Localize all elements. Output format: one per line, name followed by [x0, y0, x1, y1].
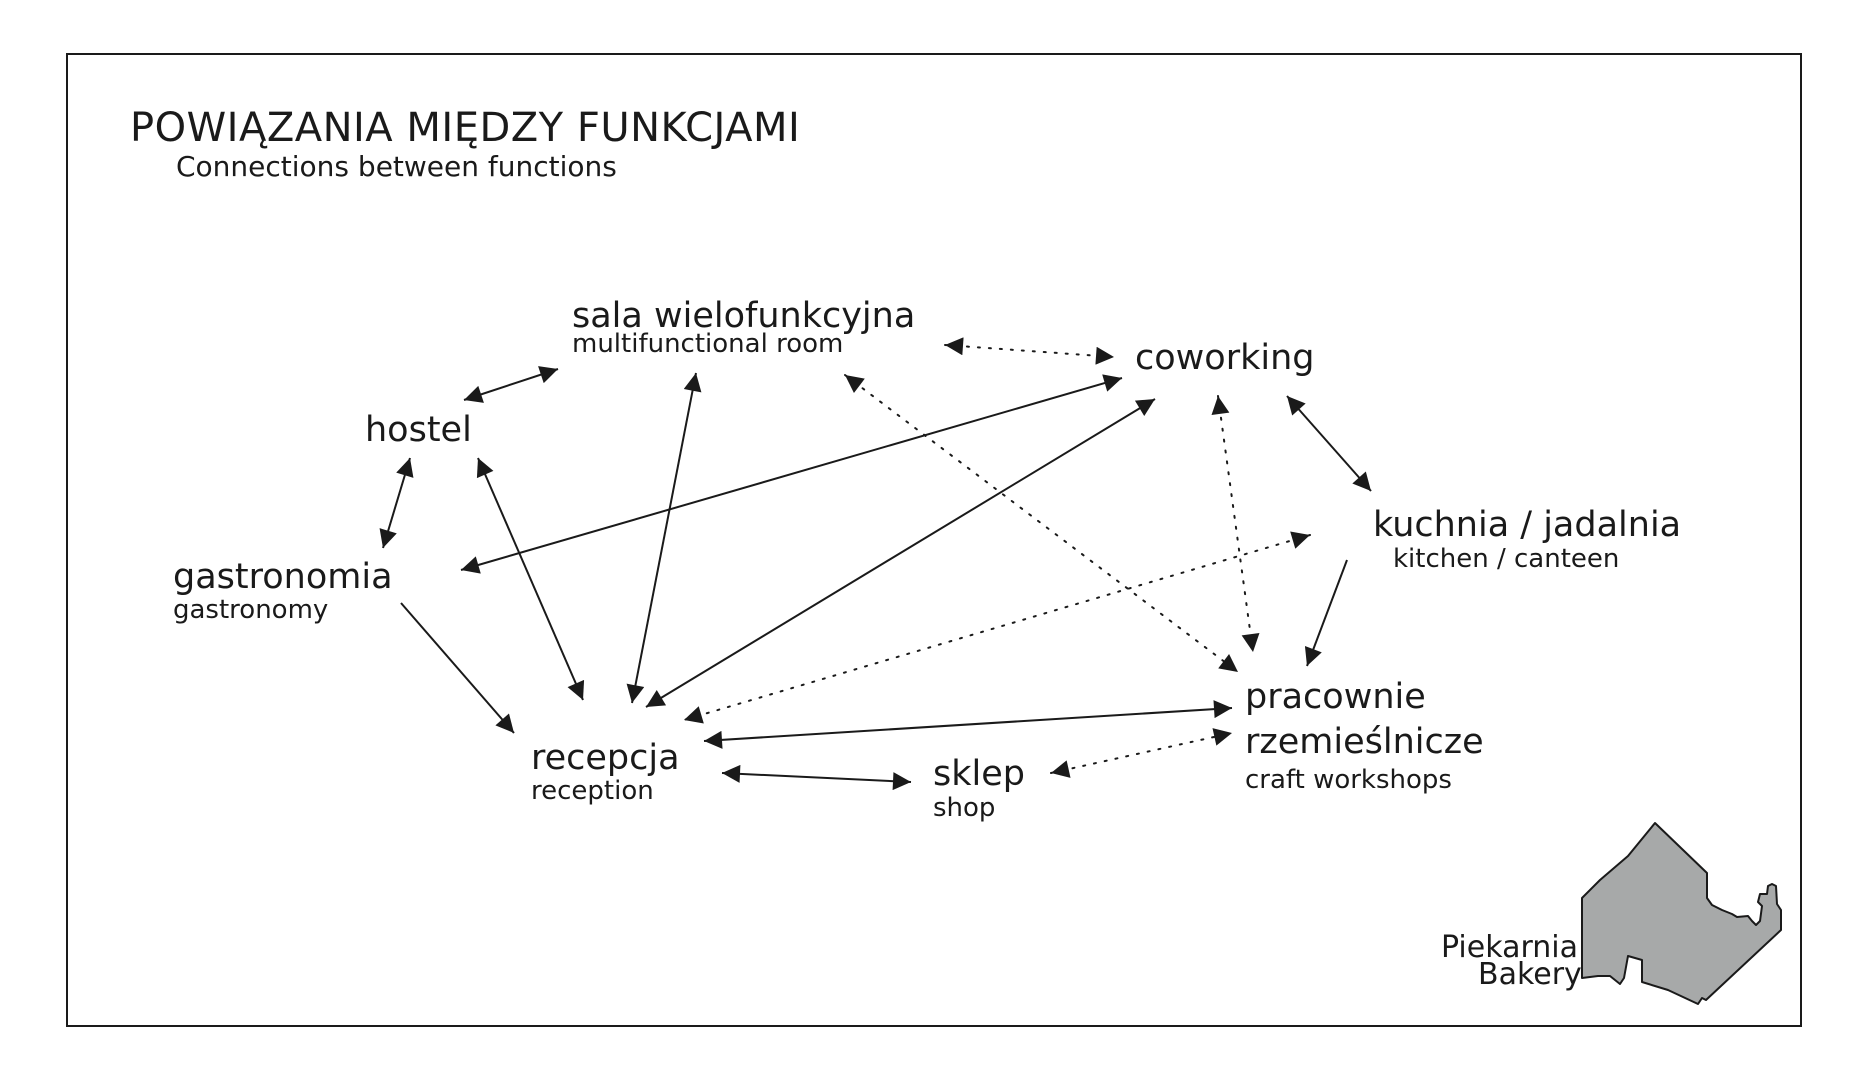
node-coworking-name: coworking [1135, 338, 1315, 378]
connection-hostel-recepcja [476, 457, 585, 701]
node-sklep-name: sklep [933, 754, 1025, 794]
connection-recepcja-sklep [721, 764, 912, 791]
connection-sala-recepcja [626, 372, 702, 704]
node-pracownie-sub: craft workshops [1245, 765, 1452, 795]
connection-coworking-kuchnia [1286, 395, 1372, 492]
connection-coworking-gastronomia [460, 374, 1123, 574]
node-pracownie-name-line1: pracownie [1245, 677, 1426, 717]
connection-sala-coworking [944, 337, 1115, 365]
diagram-frame [66, 53, 1802, 1027]
bakery-label-en: Bakery [1478, 957, 1582, 992]
node-sala-sub: multifunctional room [572, 329, 844, 359]
diagram-title: POWIĄZANIA MIĘDZY FUNKCJAMI [130, 105, 801, 151]
connection-kuchnia-pracownie [1304, 559, 1348, 667]
bakery-label-pl: Piekarnia [1441, 930, 1578, 965]
node-recepcja-sub: reception [531, 776, 654, 806]
connection-hostel-gastronomia [379, 457, 414, 549]
connection-sklep-pracownie [1050, 728, 1233, 778]
node-hostel-name: hostel [365, 410, 472, 450]
connection-recepcja-pracownie [703, 700, 1233, 749]
node-gastronomia-name: gastronomia [173, 557, 393, 597]
diagram-subtitle: Connections between functions [176, 150, 617, 183]
connection-coworking-pracownie [1211, 395, 1260, 653]
connection-coworking-recepcja [645, 398, 1156, 708]
node-pracownie-name-line2: rzemieślnicze [1245, 722, 1484, 762]
node-sklep-sub: shop [933, 793, 996, 823]
node-kuchnia-name: kuchnia / jadalnia [1373, 505, 1682, 545]
bakery-building-icon [1581, 822, 1782, 1005]
connection-sala-pracownie [844, 374, 1239, 673]
node-sala-name: sala wielofunkcyjna [572, 296, 916, 336]
node-gastronomia-sub: gastronomy [173, 595, 329, 625]
connection-hostel-sala [463, 366, 559, 403]
node-recepcja-name: recepcja [531, 738, 680, 778]
node-kuchnia-sub: kitchen / canteen [1393, 544, 1620, 574]
connection-gastronomia-recepcja [400, 602, 515, 734]
